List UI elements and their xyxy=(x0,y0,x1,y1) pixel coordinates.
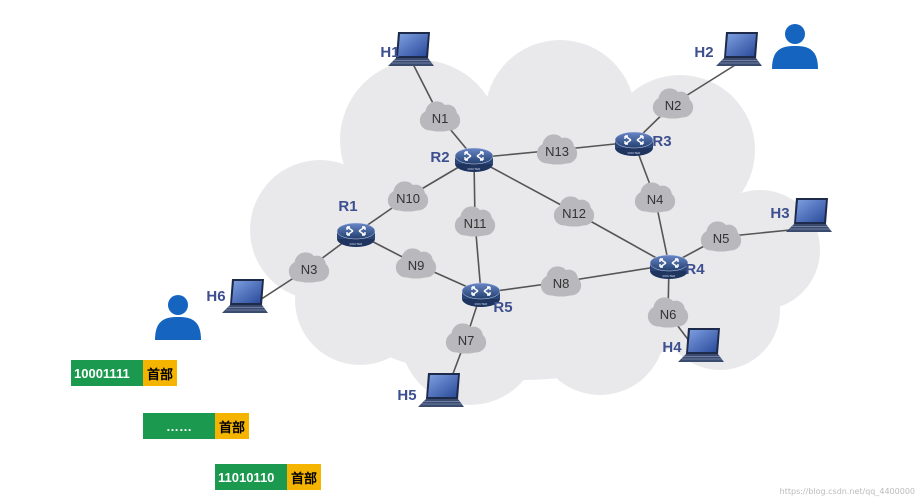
network-label: N3 xyxy=(301,262,318,277)
packet: 10001111 首部 xyxy=(71,360,178,386)
router-arrows-icon xyxy=(624,135,644,145)
background-cloud xyxy=(250,40,820,405)
router-arrows-icon xyxy=(659,258,679,268)
router-badge: ROUTER xyxy=(350,242,364,246)
network-label: N8 xyxy=(553,276,570,291)
network-cloud-n1: N1 xyxy=(419,101,461,132)
packet-bits: 10001111 xyxy=(71,360,143,386)
network-cloud-n7: N7 xyxy=(445,323,487,354)
router-arrows-icon xyxy=(464,151,484,161)
network-cloud-n4: N4 xyxy=(634,182,676,213)
network-label: N5 xyxy=(713,231,730,246)
network-label: N11 xyxy=(464,216,487,231)
network-label: N9 xyxy=(408,258,425,273)
router-badge: ROUTER xyxy=(468,167,482,171)
network-label: N7 xyxy=(458,333,475,348)
router-label: R5 xyxy=(493,299,512,316)
network-label: N13 xyxy=(545,144,569,159)
user-icon xyxy=(155,295,201,340)
network-cloud-n8: N8 xyxy=(540,266,582,297)
packet: 11010110 首部 xyxy=(215,464,322,490)
laptop-icon: H6 xyxy=(206,278,269,314)
router-badge: ROUTER xyxy=(628,151,642,155)
network-cloud-n13: N13 xyxy=(536,134,578,165)
packet-bits: 11010110 xyxy=(215,464,287,490)
router-badge: ROUTER xyxy=(663,274,677,278)
laptop-icon: H4 xyxy=(662,327,725,363)
packet-header: 首部 xyxy=(287,464,322,490)
router-label: R3 xyxy=(652,133,671,150)
host-label: H5 xyxy=(397,387,416,404)
router-label: R1 xyxy=(338,198,357,215)
laptop-icon: H2 xyxy=(694,31,763,67)
network-cloud-n6: N6 xyxy=(647,297,689,328)
host-label: H6 xyxy=(206,288,225,305)
network-cloud-n11: N11 xyxy=(454,206,496,237)
router-arrows-icon xyxy=(346,226,366,236)
network-label: N10 xyxy=(396,191,420,206)
network-label: N6 xyxy=(660,307,677,322)
network-cloud-n2: N2 xyxy=(652,88,694,119)
router-r2: ROUTER R2 xyxy=(430,147,494,172)
network-cloud-n5: N5 xyxy=(700,221,742,252)
laptop-icon: H5 xyxy=(397,372,465,408)
network-cloud-n3: N3 xyxy=(288,252,330,283)
router-arrows-icon xyxy=(471,286,491,296)
network-label: N12 xyxy=(562,206,586,221)
router-label: R2 xyxy=(430,149,449,166)
laptop-icon: H3 xyxy=(770,197,833,233)
packet-header: 首部 xyxy=(215,413,250,439)
router-r1: ROUTER R1 xyxy=(336,198,376,247)
network-label: N1 xyxy=(432,111,449,126)
user-icon xyxy=(772,24,818,69)
network-cloud-n12: N12 xyxy=(553,196,595,227)
packet-header: 首部 xyxy=(143,360,178,386)
network-label: N2 xyxy=(665,98,682,113)
host-label: H3 xyxy=(770,205,789,222)
network-label: N4 xyxy=(647,192,664,207)
router-r3: ROUTER R3 xyxy=(614,131,672,156)
host-label: H2 xyxy=(694,44,713,61)
packet: …… 首部 xyxy=(143,413,250,439)
packet-bits: …… xyxy=(143,413,215,439)
router-r4: ROUTER R4 xyxy=(649,254,705,279)
router-label: R4 xyxy=(685,261,705,278)
laptop-icon: H1 xyxy=(380,31,435,67)
host-label: H4 xyxy=(662,339,682,356)
network-cloud-n9: N9 xyxy=(395,248,437,279)
host-label: H1 xyxy=(380,44,399,61)
watermark: https://blog.csdn.net/qq_4400000 xyxy=(779,487,915,496)
network-cloud-n10: N10 xyxy=(387,181,429,212)
router-r5: ROUTER R5 xyxy=(461,282,513,316)
router-badge: ROUTER xyxy=(475,302,489,306)
